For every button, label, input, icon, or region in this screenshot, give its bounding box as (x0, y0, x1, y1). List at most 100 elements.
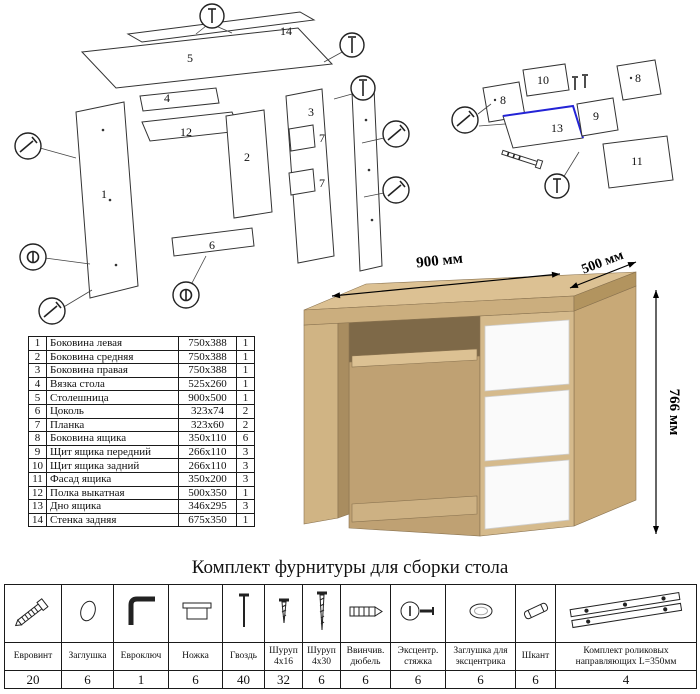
part-size: 266x110 (178, 444, 237, 460)
svg-text:1: 1 (101, 187, 107, 201)
svg-text:5: 5 (187, 51, 193, 65)
drawer-part-numbers: 10 8 8 9 13 11 (500, 71, 643, 168)
callout-confirmat-screw (382, 120, 410, 148)
drawer-fronts (484, 319, 570, 530)
svg-text:7: 7 (319, 176, 325, 190)
hardware-name: Заглушка (61, 642, 114, 671)
callout-nail (544, 173, 570, 199)
callout-confirmat-screw (38, 297, 66, 325)
screw-short-icon (278, 598, 289, 624)
part-qty: 2 (236, 403, 255, 419)
svg-text:10: 10 (537, 73, 549, 87)
svg-text:7: 7 (319, 131, 325, 145)
part-name: Планка (46, 417, 179, 433)
hardware-icon-cell (4, 584, 62, 643)
part-num: 3 (28, 363, 47, 378)
threaded-dowel-icon (349, 606, 383, 617)
callout-confirmat-screw (382, 176, 410, 204)
part-num: 7 (28, 417, 47, 433)
hardware-name: Ножка (168, 642, 223, 671)
drawer-panels (482, 59, 674, 189)
hardware-icon-cell (555, 584, 697, 643)
hardware-icon-cell (445, 584, 516, 643)
part-size: 323x74 (178, 403, 237, 419)
part-name: Боковина левая (46, 336, 179, 351)
hardware-icons-row (4, 584, 697, 643)
svg-text:3: 3 (308, 105, 314, 119)
hardware-name: Шуруп 4x16 (264, 642, 303, 671)
hardware-qty: 6 (302, 670, 341, 689)
desk-3d-view: 900 мм 500 мм 766 мм (303, 248, 682, 537)
wood-dowel-icon (523, 602, 549, 620)
hardware-kit-title: Комплект фурнитуры для сборки стола (191, 557, 509, 578)
hardware-icon-cell (222, 584, 265, 643)
callout-screw (339, 32, 365, 58)
part-name: Боковина правая (46, 363, 179, 378)
part-size: 750x388 (178, 363, 237, 378)
part-name: Стенка задняя (46, 512, 179, 528)
svg-text:766 мм: 766 мм (666, 389, 682, 436)
screw-long-icon (316, 591, 327, 631)
callout-confirmat-screw (14, 132, 42, 160)
drawer-slide-icon (569, 591, 683, 629)
svg-text:11: 11 (631, 154, 643, 168)
hardware-qty-row: 20 6 1 6 40 32 6 6 6 6 6 4 (4, 670, 697, 689)
hardware-qty: 6 (445, 670, 516, 689)
part-num: 8 (28, 431, 47, 446)
part-num: 12 (28, 485, 47, 501)
hardware-name: Ввинчив. дюбель (340, 642, 391, 671)
dimension-900: 900 мм (331, 251, 561, 299)
part-num: 5 (28, 390, 47, 405)
hardware-name: Евроключ (113, 642, 169, 671)
part-name: Щит ящика задний (46, 458, 179, 473)
part-num: 9 (28, 444, 47, 460)
svg-text:9: 9 (593, 109, 599, 123)
part-num: 13 (28, 499, 47, 514)
hardware-qty: 32 (264, 670, 303, 689)
part-size: 350x200 (178, 471, 237, 487)
hardware-qty: 6 (515, 670, 556, 689)
hardware-name: Шкант (515, 642, 556, 671)
part-name: Боковина средняя (46, 349, 179, 365)
svg-text:12: 12 (180, 125, 192, 139)
hardware-icon-cell (113, 584, 169, 643)
svg-text:8: 8 (500, 93, 506, 107)
part-name: Боковина ящика (46, 431, 179, 446)
drawer-small-screws (572, 74, 588, 90)
part-size: 525x260 (178, 376, 237, 392)
dimension-766: 766 мм (653, 290, 682, 534)
hardware-icon-cell (168, 584, 223, 643)
hardware-name: Шуруп 4x30 (302, 642, 341, 671)
part-name: Столешница (46, 390, 179, 405)
part-num: 10 (28, 458, 47, 473)
hardware-table: Евровинт Заглушка Евроключ Ножка Гвоздь … (4, 584, 697, 689)
hex-key-icon (128, 596, 155, 625)
part-size: 500x350 (178, 485, 237, 501)
hardware-icon-cell (264, 584, 303, 643)
hardware-qty: 6 (61, 670, 114, 689)
part-num: 6 (28, 403, 47, 419)
drawer-long-screw (501, 149, 544, 170)
part-size: 266x110 (178, 458, 237, 473)
callout-cam-lock (172, 281, 200, 309)
hardware-icon-cell (340, 584, 391, 643)
part-qty: 1 (236, 512, 255, 528)
hardware-qty: 4 (555, 670, 697, 689)
part-size: 900x500 (178, 390, 237, 405)
hardware-qty: 40 (222, 670, 265, 689)
part-num: 11 (28, 471, 47, 487)
part-name: Вязка стола (46, 376, 179, 392)
part-num: 1 (28, 336, 47, 351)
part-size: 750x388 (178, 349, 237, 365)
hardware-name: Евровинт (4, 642, 62, 671)
part-num: 14 (28, 512, 47, 528)
